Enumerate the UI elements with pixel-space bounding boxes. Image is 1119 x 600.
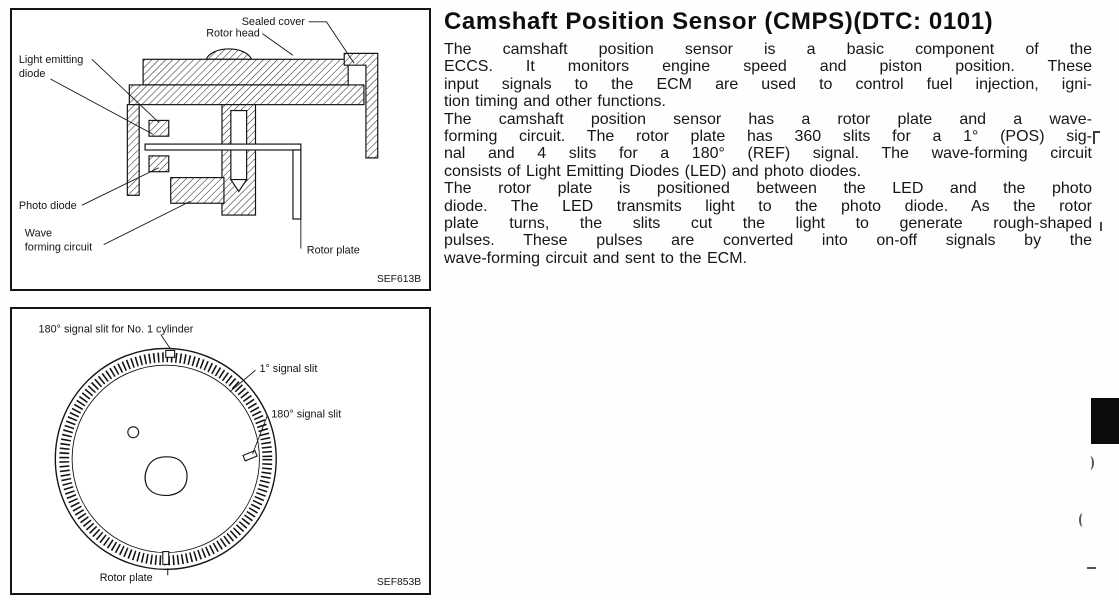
body-line: nal and 4 slits for a 180° (REF) signal.…	[444, 145, 1092, 163]
label-slit-180: 180° signal slit	[271, 408, 341, 420]
body-line: The camshaft position sensor has a rotor…	[444, 110, 1092, 128]
body-line: ECCS. It monitors engine speed and pisto…	[444, 58, 1092, 76]
label-rotor-head: Rotor head	[206, 28, 260, 40]
wave-forming-circuit-block	[170, 177, 225, 204]
body-line: input signals to the ECM are used to con…	[444, 75, 1092, 93]
shaft-bolt-tip	[229, 178, 248, 193]
leader-wave-circuit	[103, 200, 191, 246]
page-title: Camshaft Position Sensor (CMPS)(DTC: 010…	[444, 8, 994, 35]
sensor-base-plate	[128, 84, 365, 106]
leader-photo-diode	[81, 167, 160, 206]
sensor-body-shapes	[126, 48, 379, 220]
section-tab	[1091, 398, 1119, 444]
slit-180-no1-mark	[165, 349, 176, 358]
leader-rotor-head	[262, 33, 294, 56]
leader-led-2	[50, 78, 154, 135]
sealed-cover-shape	[343, 52, 379, 159]
label-wave-line2: forming circuit	[25, 242, 92, 254]
leader-sealed-cover	[308, 21, 355, 64]
rotor-plate-horizontal	[144, 143, 302, 151]
leader-slit-1	[229, 369, 256, 393]
page-edge-artifact	[1100, 222, 1102, 231]
label-rotor-plate: Rotor plate	[100, 572, 153, 584]
body-line: wave-forming circuit and sent to the ECM…	[444, 249, 748, 267]
signal-slits	[162, 349, 258, 565]
rotor-slit-ticks	[59, 352, 273, 566]
slit-180-mark	[242, 449, 258, 462]
rotor-center-hole	[144, 456, 188, 497]
leader-lines	[50, 21, 355, 249]
body-line: The rotor plate is positioned between th…	[444, 180, 1092, 198]
leader-slit-180-no1	[160, 334, 172, 350]
text-column: Camshaft Position Sensor (CMPS)(DTC: 010…	[444, 8, 1092, 267]
page-edge-artifact	[1087, 567, 1096, 569]
rotor-inner-ring	[71, 364, 260, 554]
rotor-head-cap	[142, 58, 349, 86]
body-line: diode. The LED transmits light to the ph…	[444, 197, 1092, 215]
body-line: consists of Light Emitting Diodes (LED) …	[444, 162, 862, 180]
rotor-disc	[54, 347, 277, 576]
figure-code-sef613b: SEF613B	[377, 274, 421, 285]
rotor-head-dome	[205, 48, 253, 60]
leader-led-1	[91, 58, 160, 123]
rotor-outer-ring	[54, 347, 277, 571]
label-light-emitting-diode-line1: Light emitting	[19, 54, 83, 66]
label-photo-diode: Photo diode	[19, 200, 77, 212]
label-rotor-plate: Rotor plate	[307, 245, 360, 257]
body-line: tion timing and other functions.	[444, 93, 666, 111]
body-line: The camshaft position sensor is a basic …	[444, 41, 1092, 58]
leader-lines	[160, 334, 268, 455]
left-bracket	[126, 104, 140, 196]
figure-sensor-cross-section: Sealed cover Rotor head Light emitting d…	[10, 8, 431, 291]
body-line: plate turns, the slits cut the light to …	[444, 215, 1092, 233]
rotor-plate-vertical	[292, 149, 302, 220]
figure-rotor-plate: 180° signal slit for No. 1 cylinder 1° s…	[10, 307, 431, 595]
led-block	[148, 119, 170, 137]
label-light-emitting-diode-line2: diode	[19, 68, 46, 80]
body-line: pulses. These pulses are converted into …	[444, 232, 1092, 250]
rotor-plate-drawing: 180° signal slit for No. 1 cylinder 1° s…	[39, 324, 422, 588]
rotor-pin-hole	[127, 426, 140, 439]
label-slit-1: 1° signal slit	[259, 363, 317, 375]
page-edge-artifact	[1079, 513, 1087, 527]
label-wave-line1: Wave	[25, 228, 52, 240]
label-sealed-cover: Sealed cover	[242, 16, 306, 28]
slit-180-bottom-mark	[162, 551, 170, 565]
body-text: The camshaft position sensor is a basic …	[444, 41, 1092, 267]
body-line: forming circuit. The rotor plate has 360…	[444, 128, 1092, 146]
page-edge-artifact	[1086, 456, 1094, 470]
page-edge-artifact	[1093, 131, 1100, 144]
sensor-cross-section-drawing: Sealed cover Rotor head Light emitting d…	[19, 16, 421, 285]
label-slit-180-no1: 180° signal slit for No. 1 cylinder	[39, 324, 194, 336]
figure-code-sef853b: SEF853B	[377, 577, 421, 588]
photo-diode-block	[148, 155, 170, 173]
leader-slit-180	[252, 415, 268, 455]
